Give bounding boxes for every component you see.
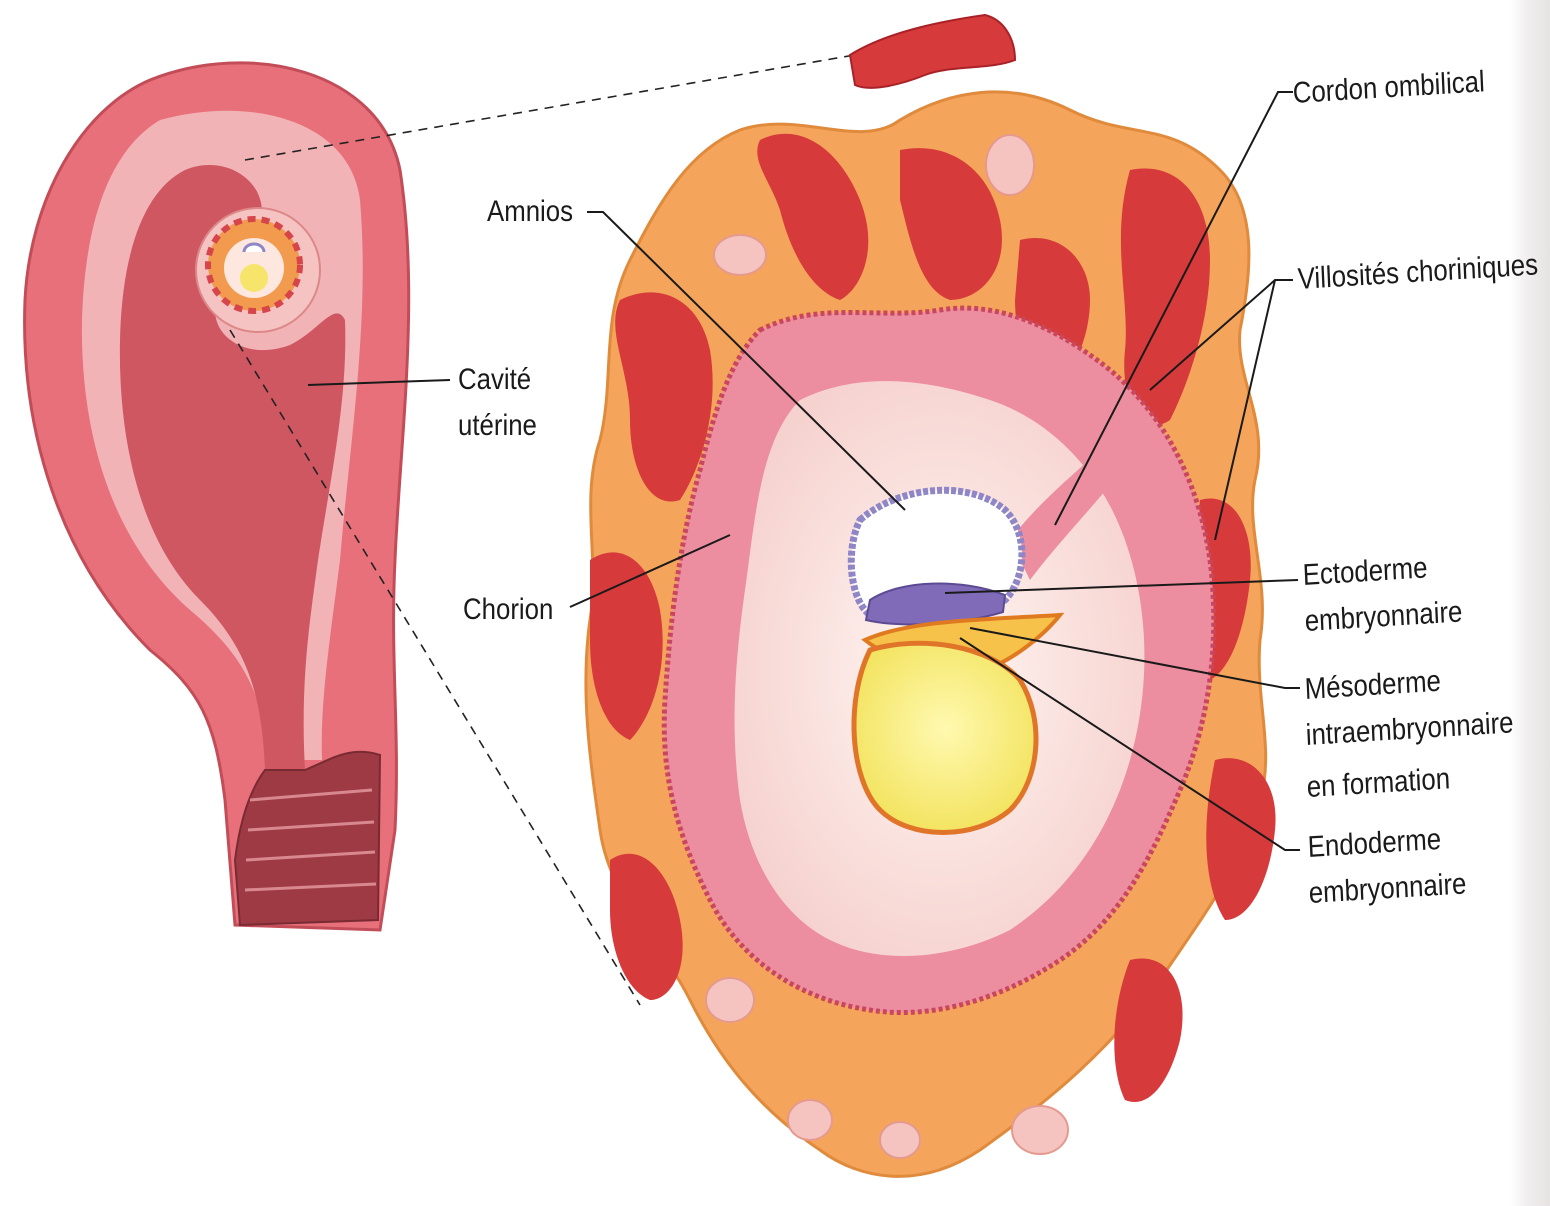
yolk-sac <box>854 643 1036 832</box>
label-cavite-line2: utérine <box>458 408 537 444</box>
label-amnios: Amnios <box>487 194 573 230</box>
decidua-fragment <box>850 15 1015 88</box>
uterus-illustration <box>25 63 409 930</box>
label-ectoderme-line1: Ectoderme <box>1302 550 1428 594</box>
page-edge <box>1510 0 1550 1206</box>
label-chorion: Chorion <box>463 592 553 628</box>
label-cavite-line1: Cavité <box>458 362 531 398</box>
magnified-embryo <box>580 15 1290 1200</box>
